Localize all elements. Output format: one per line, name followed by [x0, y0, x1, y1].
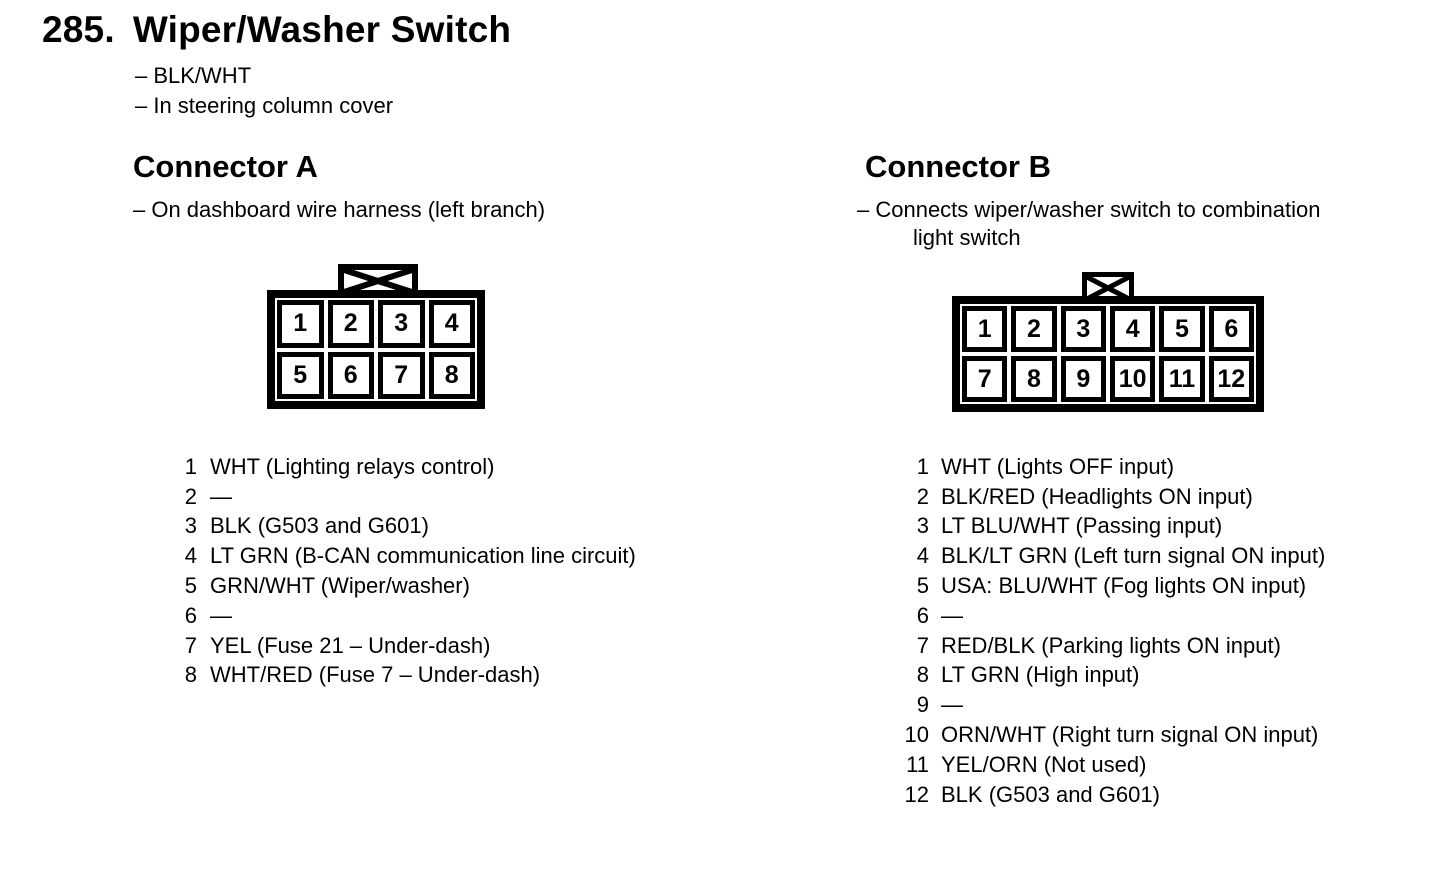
- pin-row-a7: 7 YEL (Fuse 21 – Under-dash): [168, 631, 636, 661]
- header-notes: – BLK/WHT – In steering column cover: [135, 61, 393, 121]
- connector-b-note-line-1: – Connects wiper/washer switch to combin…: [857, 197, 1321, 222]
- pin-description: WHT (Lighting relays control): [210, 453, 495, 479]
- connector-b-cell-7: 7: [962, 356, 1008, 402]
- connector-a-cell-7: 7: [378, 351, 425, 399]
- connector-b-cell-11: 11: [1159, 356, 1205, 402]
- pin-number: 9: [916, 692, 929, 718]
- connector-b-note-line-2: light switch: [913, 225, 1021, 250]
- connector-a-cell-1: 1: [277, 300, 324, 348]
- header-note-wire-color: – BLK/WHT: [135, 63, 252, 88]
- pin-row-b6: 6 —: [900, 601, 1325, 631]
- connector-a-cell-3: 3: [378, 300, 425, 348]
- pin-description: LT BLU/WHT (Passing input): [941, 513, 1223, 539]
- pin-row-b1: 1 WHT (Lights OFF input): [900, 452, 1325, 482]
- pin-row-a6: 6 —: [168, 601, 636, 631]
- pin-number: 4: [916, 543, 929, 569]
- pin-description: BLK (G503 and G601): [941, 781, 1160, 807]
- pin-description: —: [210, 602, 232, 628]
- connector-b-cell-6: 6: [1208, 306, 1254, 352]
- pin-number: 5: [916, 573, 929, 599]
- pin-row-b11: 11 YEL/ORN (Not used): [900, 750, 1325, 780]
- crossed-box-icon: [344, 270, 412, 292]
- pin-row-a1: 1 WHT (Lighting relays control): [168, 452, 636, 482]
- connector-b-pin-grid: 1 2 3 4 5 6 7 8 9 10 11 12: [952, 296, 1264, 412]
- pin-description: BLK (G503 and G601): [210, 513, 429, 539]
- pin-description: —: [941, 692, 963, 718]
- pin-number: 11: [906, 751, 929, 777]
- pin-number: 7: [916, 632, 929, 658]
- pin-description: RED/BLK (Parking lights ON input): [941, 632, 1281, 658]
- pin-row-a4: 4 LT GRN (B-CAN communication line circu…: [168, 541, 636, 571]
- pin-row-b7: 7 RED/BLK (Parking lights ON input): [900, 631, 1325, 661]
- connector-b-cell-3: 3: [1060, 306, 1106, 352]
- pin-number: 1: [184, 453, 197, 479]
- pin-number: 7: [184, 632, 197, 658]
- connector-a-cell-8: 8: [428, 351, 475, 399]
- connector-b-cell-12: 12: [1208, 356, 1254, 402]
- pin-number: 1: [916, 453, 929, 479]
- connector-b-cell-4: 4: [1109, 306, 1156, 352]
- connector-b-cell-8: 8: [1011, 356, 1057, 402]
- pin-description: USA: BLU/WHT (Fog lights ON input): [941, 573, 1307, 599]
- pin-description: WHT/RED (Fuse 7 – Under-dash): [210, 662, 541, 688]
- pin-row-a3: 3 BLK (G503 and G601): [168, 512, 636, 542]
- pin-row-b8: 8 LT GRN (High input): [900, 661, 1325, 691]
- pin-description: ORN/WHT (Right turn signal ON input): [941, 722, 1319, 748]
- connector-a-cell-4: 4: [428, 300, 475, 348]
- connector-a-note: – On dashboard wire harness (left branch…: [133, 197, 546, 222]
- pin-description: YEL/ORN (Not used): [941, 751, 1147, 777]
- connector-b-cell-1: 1: [962, 306, 1008, 352]
- pin-row-b9: 9 —: [900, 690, 1325, 720]
- pin-number: 12: [904, 781, 929, 807]
- pin-number: 6: [184, 602, 197, 628]
- connector-a-pin-list: 1 WHT (Lighting relays control) 2 — 3 BL…: [168, 452, 636, 690]
- pin-row-b4: 4 BLK/LT GRN (Left turn signal ON input): [900, 541, 1326, 571]
- pin-description: BLK/RED (Headlights ON input): [941, 483, 1253, 509]
- connector-b-heading: Connector B: [865, 149, 1051, 184]
- connector-a-cell-5: 5: [277, 351, 324, 399]
- connector-a-pin-grid: 1 2 3 4 5 6 7 8: [267, 290, 485, 409]
- connector-b-cell-5: 5: [1159, 306, 1205, 352]
- connector-b-pin-list: 1 WHT (Lights OFF input) 2 BLK/RED (Head…: [900, 452, 1326, 810]
- pin-row-b10: 10 ORN/WHT (Right turn signal ON input): [900, 720, 1325, 750]
- pin-row-a2: 2 —: [168, 482, 636, 512]
- connector-a-heading: Connector A: [133, 149, 318, 184]
- pin-number: 4: [184, 543, 197, 569]
- pin-number: 3: [184, 513, 197, 539]
- section-header: 285. Wiper/Washer Switch: [42, 10, 511, 50]
- pin-description: WHT (Lights OFF input): [941, 453, 1175, 479]
- pin-number: 8: [916, 662, 929, 688]
- pin-description: —: [941, 602, 963, 628]
- page-title: Wiper/Washer Switch: [132, 9, 512, 50]
- pin-row-a5: 5 GRN/WHT (Wiper/washer): [168, 571, 636, 601]
- connector-a-cell-6: 6: [327, 351, 374, 399]
- pin-description: YEL (Fuse 21 – Under-dash): [210, 632, 491, 658]
- pin-row-b3: 3 LT BLU/WHT (Passing input): [900, 512, 1325, 542]
- connector-b-cell-2: 2: [1011, 306, 1057, 352]
- header-note-location: – In steering column cover: [135, 93, 394, 118]
- pin-description: LT GRN (High input): [941, 662, 1140, 688]
- pin-number: 5: [184, 573, 197, 599]
- pin-description: —: [210, 483, 232, 509]
- pin-description: BLK/LT GRN (Left turn signal ON input): [941, 543, 1326, 569]
- connector-b-cell-10: 10: [1109, 356, 1156, 402]
- pin-row-b5: 5 USA: BLU/WHT (Fog lights ON input): [900, 571, 1325, 601]
- pin-row-a8: 8 WHT/RED (Fuse 7 – Under-dash): [168, 661, 636, 691]
- section-number: 285.: [42, 9, 115, 50]
- pin-number: 10: [904, 722, 929, 748]
- pin-number: 6: [916, 602, 929, 628]
- connector-a-cell-2: 2: [327, 300, 374, 348]
- pin-number: 2: [184, 483, 197, 509]
- crossed-box-icon: [1087, 277, 1129, 299]
- pin-row-b2: 2 BLK/RED (Headlights ON input): [900, 482, 1325, 512]
- pin-description: LT GRN (B-CAN communication line circuit…: [210, 543, 636, 569]
- pin-number: 3: [916, 513, 929, 539]
- pin-number: 8: [184, 662, 197, 688]
- pin-description: GRN/WHT (Wiper/washer): [210, 573, 470, 599]
- connector-b-cell-9: 9: [1060, 356, 1106, 402]
- pin-row-b12: 12 BLK (G503 and G601): [900, 780, 1325, 810]
- pin-number: 2: [916, 483, 929, 509]
